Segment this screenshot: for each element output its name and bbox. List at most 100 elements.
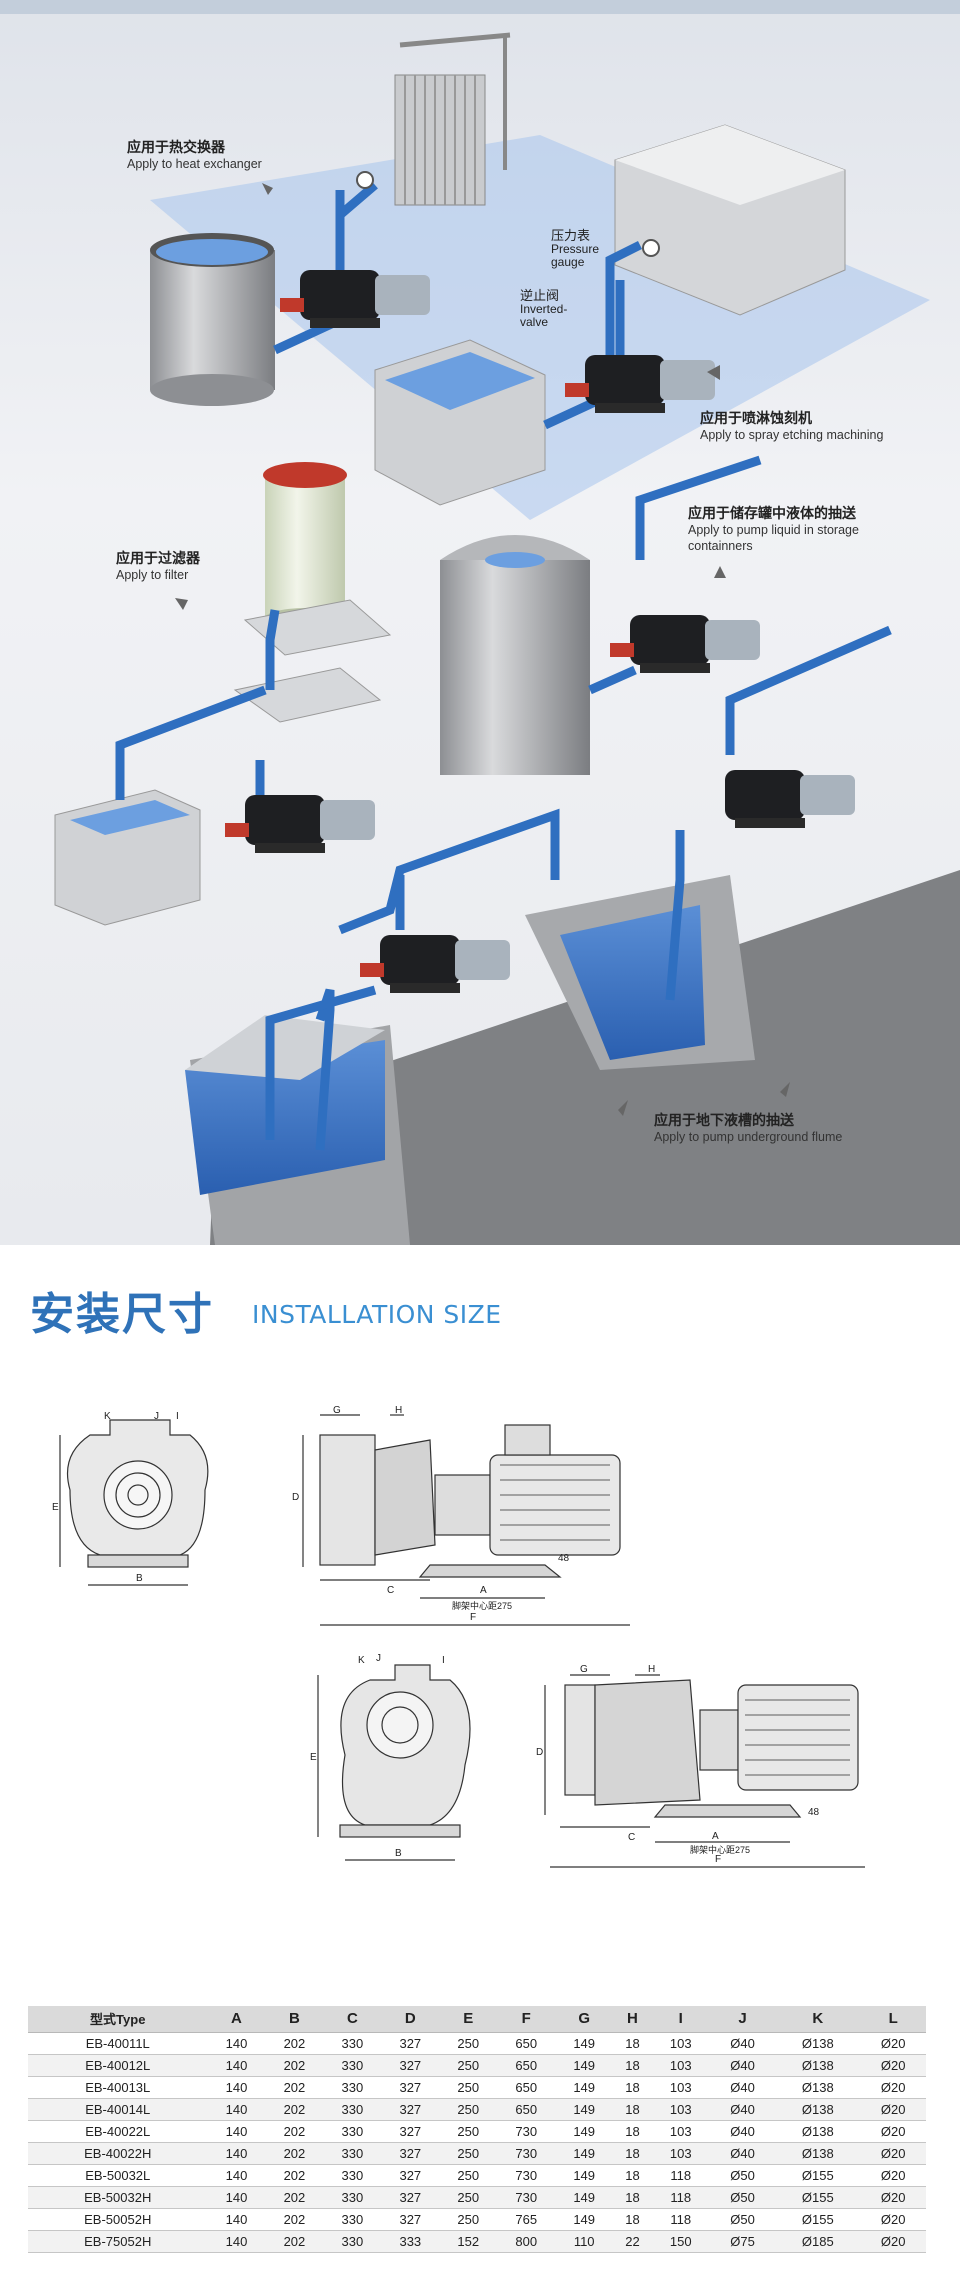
table-cell: 327 [381,2120,440,2143]
table-cell: 18 [613,2076,652,2099]
table-cell: EB-40011L [28,2032,208,2055]
table-cell: 103 [651,2098,710,2121]
table-cell: 140 [207,2230,266,2253]
table-cell: 650 [497,2076,556,2099]
table-cell: 202 [265,2164,324,2187]
table-cell: 22 [613,2230,652,2253]
dim-label-g-2: G [580,1664,588,1675]
dim-label-k-2: K [358,1655,365,1666]
column-header: J [709,2006,776,2033]
table-cell: Ø20 [860,2230,926,2253]
table-cell: 327 [381,2076,440,2099]
dim-label-foot-spacing-2: 脚架中心距275 [690,1844,750,1855]
table-cell: EB-40022L [28,2120,208,2143]
table-cell: 250 [439,2186,498,2209]
label-zh: 逆止阀 [520,289,560,304]
callout-en: Apply to pump liquid in storage containn… [688,523,859,553]
table-cell: Ø40 [709,2098,776,2121]
table-cell: 152 [439,2230,498,2253]
table-cell: Ø155 [775,2186,861,2209]
table-cell: 140 [207,2164,266,2187]
column-header: D [381,2006,440,2033]
table-cell: 730 [497,2186,556,2209]
table-cell: 202 [265,2054,324,2077]
table-cell: EB-40012L [28,2054,208,2077]
callout-zh: 应用于储存罐中液体的抽送 [688,506,856,522]
table-cell: 18 [613,2032,652,2055]
table-cell: 730 [497,2164,556,2187]
table-cell: 18 [613,2208,652,2231]
table-cell: 800 [497,2230,556,2253]
table-cell: 140 [207,2142,266,2165]
section-title-zh: 安装尺寸 [30,1289,214,1340]
table-cell: Ø20 [860,2186,926,2209]
callout-zh: 应用于热交换器 [127,140,225,156]
table-cell: 118 [651,2208,710,2231]
callout-en: Apply to spray etching machining [700,428,884,442]
table-cell: Ø20 [860,2076,926,2099]
label-en-line1: Inverted- [520,302,568,316]
table-cell: Ø138 [775,2076,861,2099]
table-cell: 250 [439,2098,498,2121]
table-cell: 110 [555,2230,614,2253]
table-cell: 18 [613,2164,652,2187]
table-cell: Ø75 [709,2230,776,2253]
column-header: K [775,2006,861,2033]
table-cell: 730 [497,2120,556,2143]
callout-en: Apply to filter [116,568,189,582]
label-en-line2: gauge [551,255,585,269]
dim-label-h: H [395,1405,402,1416]
table-cell: 140 [207,2054,266,2077]
table-cell: Ø20 [860,2054,926,2077]
dim-label-k: K [104,1411,111,1422]
table-cell: Ø40 [709,2032,776,2055]
dim-label-f: F [470,1612,476,1623]
table-cell: 250 [439,2076,498,2099]
callout-zh: 应用于喷淋蚀刻机 [700,411,812,427]
table-cell: Ø20 [860,2032,926,2055]
storage-tank [440,560,590,775]
table-cell: 327 [381,2054,440,2077]
column-header: L [860,2006,926,2033]
dim-label-j: J [154,1411,159,1422]
table-cell: 103 [651,2032,710,2055]
table-cell: 330 [323,2164,382,2187]
dim-label-c: C [387,1585,394,1596]
table-cell: 202 [265,2208,324,2231]
table-cell: Ø40 [709,2120,776,2143]
table-cell: Ø138 [775,2098,861,2121]
table-cell: EB-40022H [28,2142,208,2165]
table-cell: Ø20 [860,2120,926,2143]
table-cell: 103 [651,2142,710,2165]
dim-label-h-2: H [648,1664,655,1675]
dimension-drawings-svg: K J I B E G H D C A F 48 脚架中心距275 K J I … [52,1405,865,1868]
column-header: G [555,2006,614,2033]
table-cell: Ø138 [775,2032,861,2055]
column-header: E [439,2006,498,2033]
table-cell: 327 [381,2032,440,2055]
table-cell: 330 [323,2186,382,2209]
table-cell: 149 [555,2120,614,2143]
dim-label-i-2: I [442,1655,445,1666]
table-cell: 330 [323,2032,382,2055]
table-cell: 327 [381,2142,440,2165]
column-header: B [265,2006,324,2033]
table-cell: EB-75052H [28,2230,208,2253]
table-cell: 18 [613,2054,652,2077]
table-cell: 149 [555,2076,614,2099]
label-en-line2: valve [520,315,549,329]
column-header: 型式Type [28,2006,208,2033]
dim-label-a: A [480,1585,487,1596]
column-header: H [613,2006,652,2033]
table-cell: 330 [323,2076,382,2099]
